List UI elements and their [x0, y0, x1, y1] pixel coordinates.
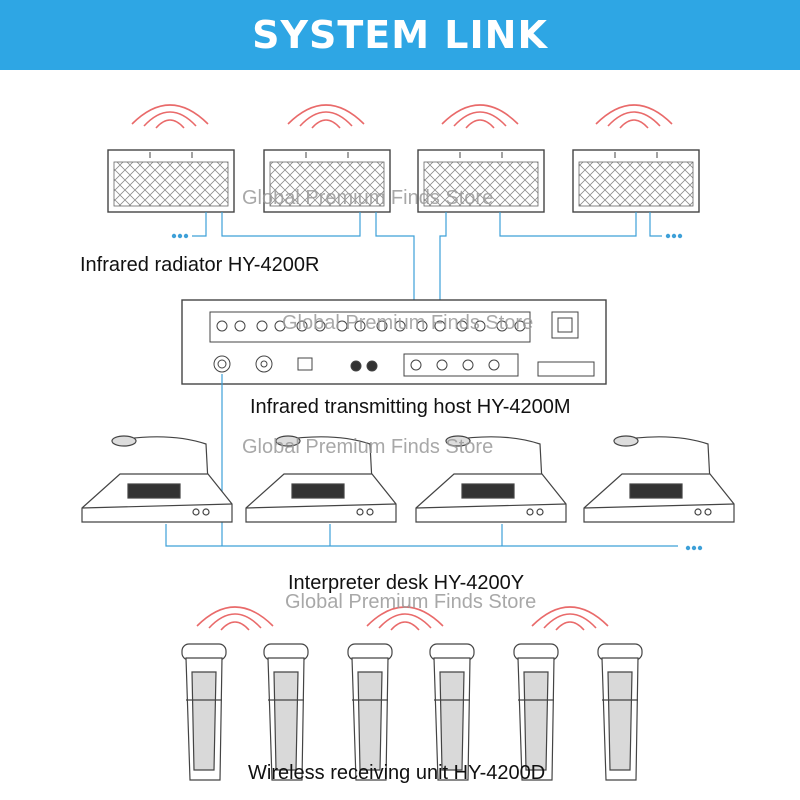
interpreter-desk-4 — [583, 435, 735, 523]
transmitting-host — [181, 299, 607, 385]
radiator-label: Infrared radiator HY-4200R — [80, 254, 320, 276]
infrared-signal-icon — [531, 606, 609, 631]
receiver-label: Wireless receiving unit HY-4200D — [248, 762, 546, 784]
infrared-signal-icon — [196, 606, 274, 631]
title-banner — [0, 0, 800, 70]
watermark: Global Premium Finds Store — [282, 312, 534, 334]
receiver-2 — [263, 643, 309, 781]
watermark: Global Premium Finds Store — [285, 591, 537, 613]
radiator-cables — [171, 212, 683, 350]
infrared-signal-icon — [287, 104, 365, 129]
host-label: Infrared transmitting host HY-4200M — [250, 396, 571, 418]
radiator-2 — [263, 104, 391, 213]
interpreter-label: Interpreter desk HY-4200Y — [288, 572, 525, 594]
watermark: Global Premium Finds Store — [242, 187, 494, 209]
infrared-signal-icon — [131, 104, 209, 129]
page-title: SYSTEM LINK — [252, 13, 548, 57]
receiver-4 — [429, 643, 475, 781]
interpreter-desk-3 — [415, 435, 567, 523]
receiver-5 — [513, 643, 559, 781]
interpreter-desk-1 — [81, 435, 233, 523]
receiver-1 — [181, 643, 227, 781]
radiator-1 — [107, 104, 235, 213]
receiver-6 — [597, 643, 643, 781]
radiator-4 — [572, 104, 700, 213]
interpreter-desk-2 — [245, 435, 397, 523]
receiver-3 — [347, 643, 393, 781]
watermark: Global Premium Finds Store — [242, 436, 494, 458]
infrared-signal-icon — [441, 104, 519, 129]
infrared-signal-icon — [595, 104, 673, 129]
radiator-3 — [417, 104, 545, 213]
